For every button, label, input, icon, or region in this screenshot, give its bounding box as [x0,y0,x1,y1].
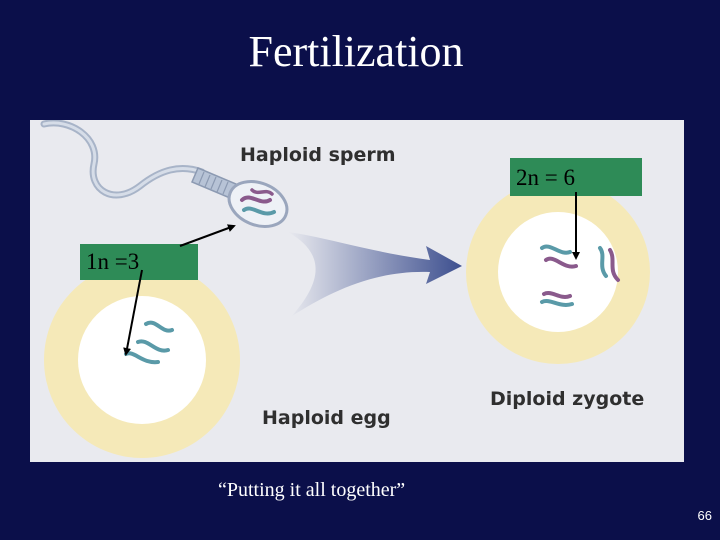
zygote-chromosome-1 [540,244,572,255]
slide-title: Fertilization [248,27,464,76]
label-haploid-sperm: Haploid sperm [240,144,396,166]
sperm-chromosome-2 [242,206,276,216]
sperm-chromosome-1 [240,195,272,204]
callout-diploid-count: 2n = 6 [510,158,642,196]
arrow-to-egg-chromosomes [123,269,143,356]
label-diploid-zygote: Diploid zygote [490,388,645,410]
zygote-chromosome-5 [542,291,572,299]
sperm-chromosome-3 [250,188,274,196]
page-number: 66 [697,508,712,523]
slide-caption: “Putting it all together” [218,479,406,501]
zygote-chromosome-2 [544,256,578,269]
egg-chromosome-1 [144,320,174,333]
fertilization-illustration [40,120,650,458]
zygote-nucleus [498,212,618,332]
egg-chromosome-2 [136,339,170,353]
label-haploid-egg: Haploid egg [262,407,391,429]
arrow-to-sperm [179,224,236,247]
callout-haploid-count: 1n =3 [80,244,198,280]
process-arrow [288,232,462,316]
zygote-chromosome-4 [608,248,620,282]
zygote-chromosome-3 [598,246,608,278]
zygote-chromosome-6 [540,299,574,307]
